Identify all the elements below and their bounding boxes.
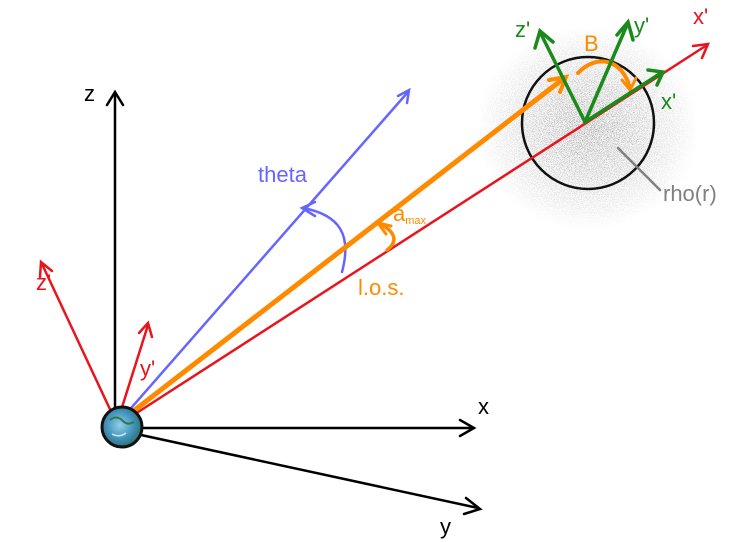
x-axis-label: x [478,394,489,419]
x-prime-line-label: x' [693,4,708,29]
theta-arc-arrowhead [299,200,317,218]
rho-pointer [616,146,662,192]
cloud-y-prime-arrowhead [615,18,635,42]
y-prime-label: y' [140,356,155,381]
y-axis-arrowhead [462,496,483,516]
cloud-x-prime-arrowhead [646,68,666,87]
a-max-arc-arrowhead [374,220,393,236]
z-axis-label: z [84,81,95,106]
los-label: l.o.s. [358,275,404,300]
cloud-x-prime-label: x' [661,89,676,114]
x-axis-arrowhead [458,418,477,438]
los-arrowhead [547,74,570,94]
cloud-x-prime-axis [583,71,663,124]
theta-label: theta [258,162,308,187]
dust-cloud [476,26,700,230]
beta-arc-arrowhead [620,76,638,93]
theta-line [116,90,410,425]
z-axis-arrowhead [105,89,125,107]
cloud-z-prime-arrowhead [533,27,555,50]
cloud-z-prime-label: z' [515,17,530,42]
z-prime-axis [40,262,117,422]
a-max-subscript: max [405,215,426,227]
theta-arc [301,206,347,274]
theta-arrowhead [396,87,411,105]
x-prime-arrowhead [691,42,711,60]
beta-label: B [584,31,599,56]
los-line [115,76,566,426]
earth-icon [100,405,144,449]
cloud-primed-axes [533,18,666,124]
y-axis-label: y [440,514,451,539]
z-prime-label: z' [36,270,51,295]
beta-arc [576,59,632,90]
cloud-z-prime-axis [539,32,587,124]
y-prime-arrowhead [137,320,154,339]
y-axis [116,428,480,510]
a-max-label: amax [393,201,427,227]
observer-axes [105,89,483,516]
z-prime-arrowhead [38,259,54,279]
cloud-y-prime-axis [583,23,629,124]
a-max-symbol: a [393,201,406,226]
rho-label: rho(r) [663,181,717,206]
theta-direction [116,87,411,425]
cloud-boundary-circle [520,55,656,191]
line-of-sight [115,59,638,426]
y-prime-axis [116,323,150,422]
a-max-arc [378,222,396,252]
cloud-y-prime-label: y' [634,13,649,38]
